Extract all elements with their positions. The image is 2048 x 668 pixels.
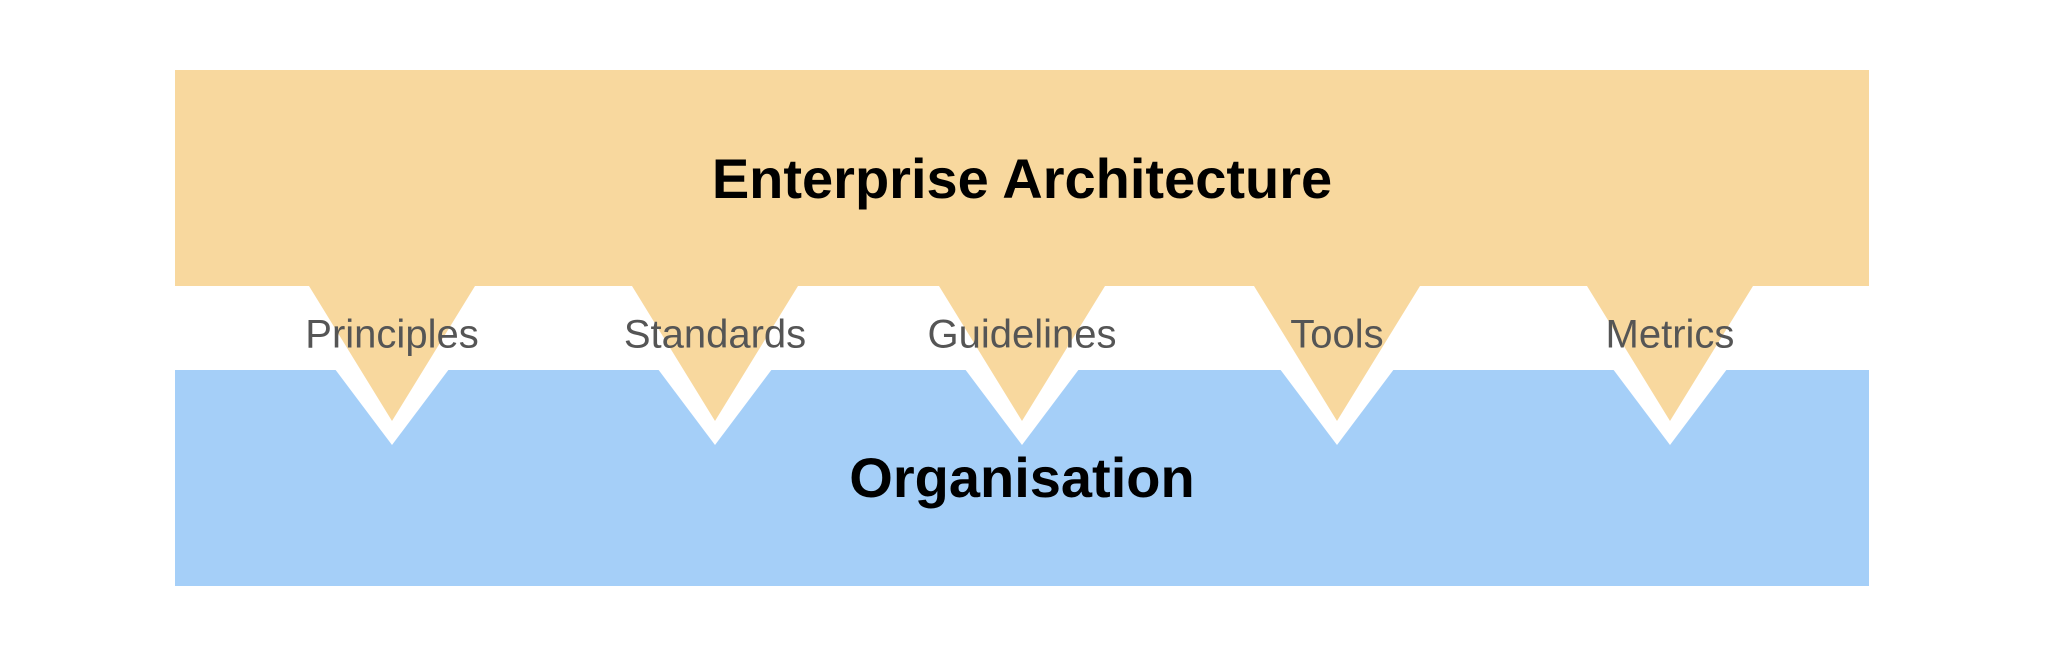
organisation-title: Organisation [849, 446, 1194, 509]
connector-label-standards: Standards [624, 313, 806, 357]
connector-label-principles: Principles [305, 313, 478, 357]
connector-labels: Principles Standards Guidelines Tools Metric… [305, 313, 1734, 357]
connector-label-guidelines: Guidelines [927, 313, 1116, 357]
connector-label-metrics: Metrics [1606, 313, 1735, 357]
enterprise-architecture-block [175, 70, 1869, 421]
enterprise-architecture-title: Enterprise Architecture [712, 147, 1332, 210]
connector-label-tools: Tools [1290, 313, 1383, 357]
